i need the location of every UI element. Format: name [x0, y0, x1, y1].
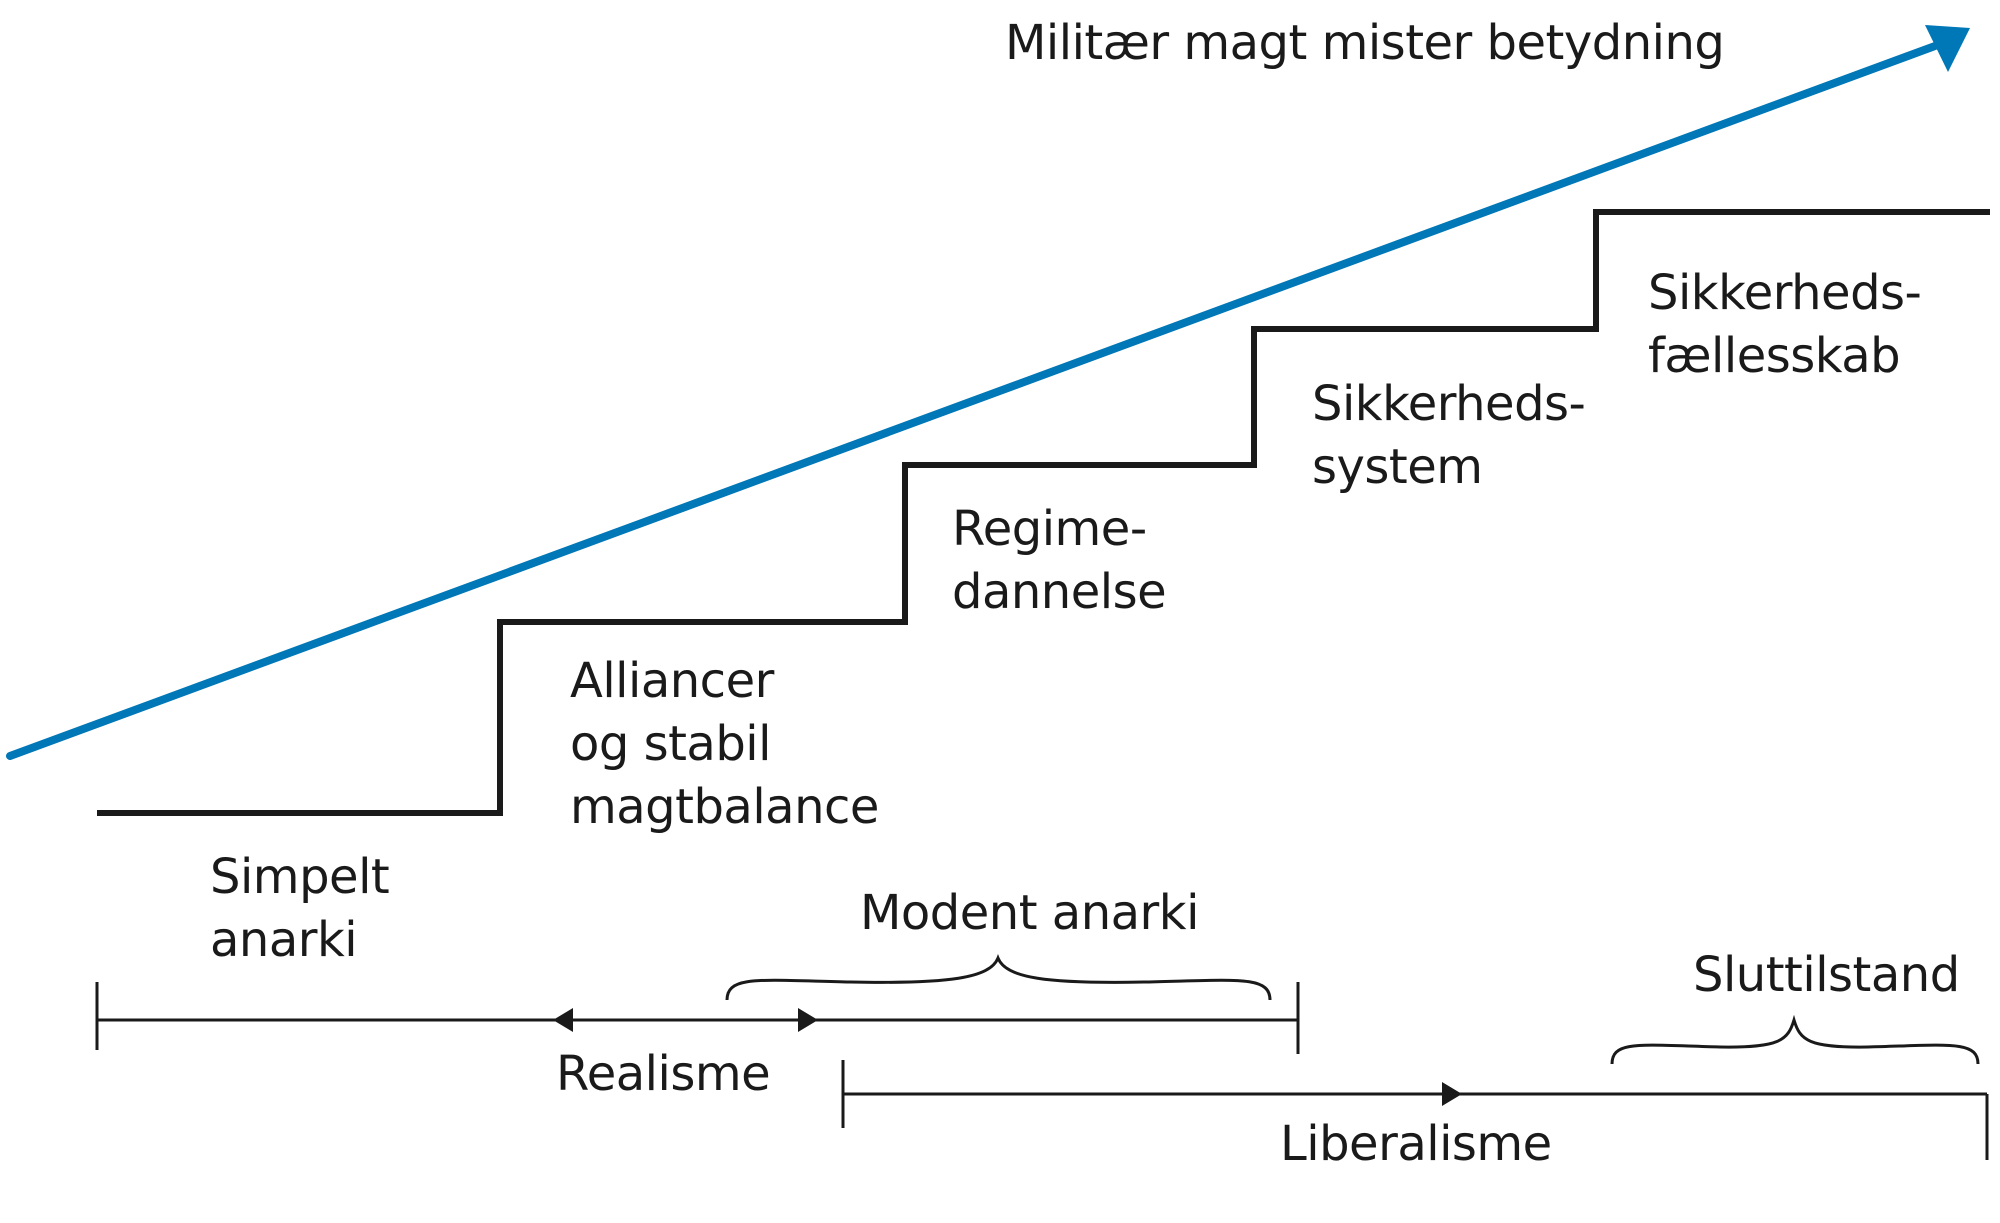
arrow-right-icon — [798, 1008, 818, 1032]
brace-end-state — [1610, 1014, 1980, 1065]
step-regime-formation: Regime- dannelse — [952, 498, 1167, 624]
realism-label: Realisme — [556, 1046, 771, 1102]
step-label-line: dannelse — [952, 564, 1167, 620]
arrow-left-icon — [553, 1008, 573, 1032]
step-label-line: Alliancer — [570, 653, 774, 709]
step-label-line: magtbalance — [570, 779, 879, 835]
realism-range — [95, 982, 1300, 1054]
liberalism-label: Liberalisme — [1280, 1116, 1552, 1172]
step-simple-anarchy: Simpelt anarki — [210, 846, 390, 972]
brace-mature-anarchy — [725, 953, 1272, 1001]
step-label-line: Simpelt — [210, 849, 390, 905]
step-security-system: Sikkerheds- system — [1312, 373, 1586, 499]
step-label-line: og stabil — [570, 716, 771, 772]
staircase — [97, 209, 1990, 816]
military-power-arrow — [6, 25, 1970, 760]
step-alliances: Alliancer og stabil magtbalance — [570, 650, 879, 839]
end-state-label: Sluttilstand — [1693, 947, 1960, 1003]
arrow-head-icon — [1925, 25, 1970, 72]
step-label-line: system — [1312, 439, 1483, 495]
step-label-line: Regime- — [952, 501, 1147, 557]
step-label-line: Sikkerheds- — [1648, 265, 1922, 321]
step-label-line: anarki — [210, 912, 358, 968]
arrow-right-icon — [1442, 1082, 1462, 1106]
step-security-community: Sikkerheds- fællesskab — [1648, 262, 1922, 388]
arrow-label: Militær magt mister betydning — [1005, 15, 1725, 71]
step-label-line: Sikkerheds- — [1312, 376, 1586, 432]
liberalism-range — [841, 1060, 1989, 1160]
step-label-line: fællesskab — [1648, 328, 1901, 384]
mature-anarchy-label: Modent anarki — [860, 885, 1199, 941]
